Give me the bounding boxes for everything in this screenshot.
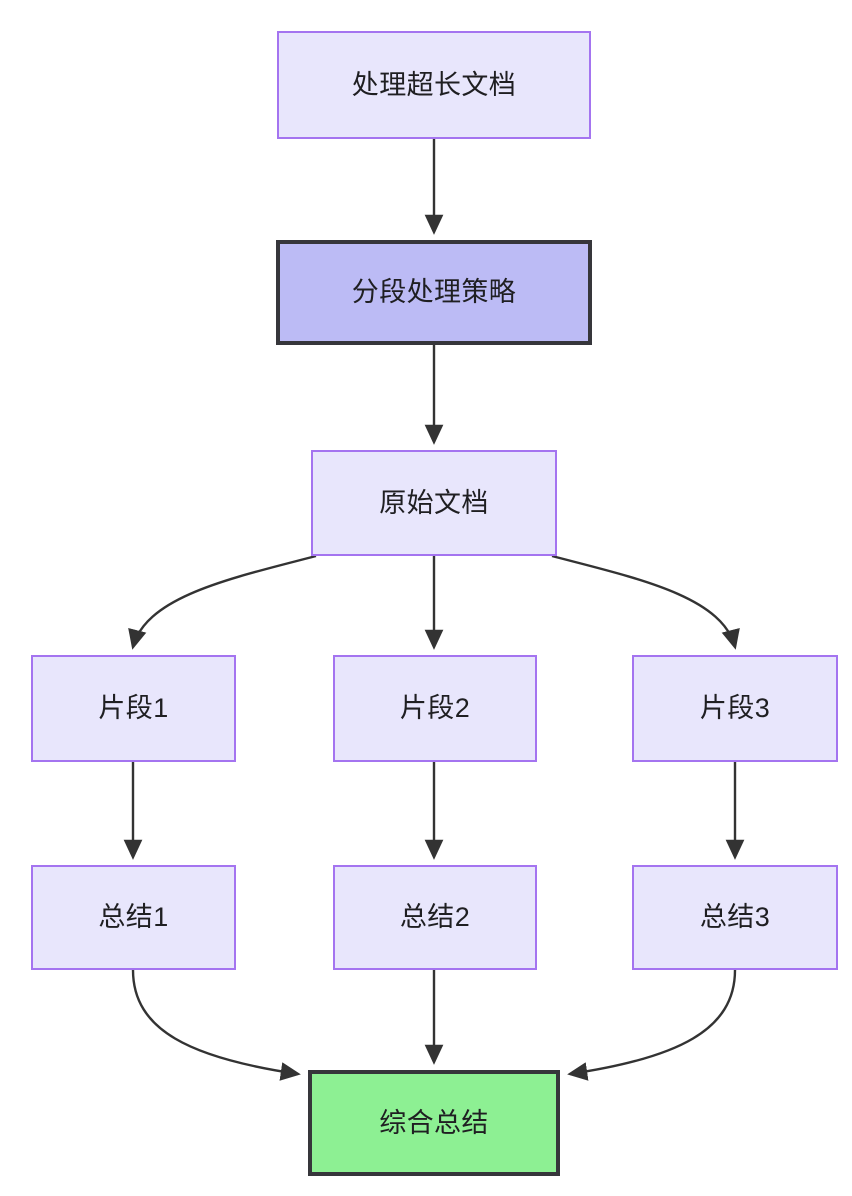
- node-chunk-2-label: 片段2: [399, 693, 471, 724]
- node-source-doc[interactable]: 原始文档: [311, 450, 557, 556]
- node-summary-2[interactable]: 总结2: [333, 865, 537, 970]
- edge-source-doc-to-chunk-1: [128, 554, 317, 650]
- node-summary-3-label: 总结3: [699, 902, 771, 933]
- node-summary-2-label: 总结2: [399, 902, 471, 933]
- node-chunk-1-label: 片段1: [98, 693, 169, 724]
- edge-summary-3-to-final: [567, 969, 737, 1081]
- edge-source-doc-to-chunk-3: [551, 554, 740, 650]
- node-source-doc-label: 原始文档: [379, 487, 489, 518]
- node-final-summary[interactable]: 综合总结: [308, 1070, 560, 1176]
- node-summary-1-label: 总结1: [98, 902, 169, 933]
- node-summary-1[interactable]: 总结1: [31, 865, 236, 970]
- node-strategy-label: 分段处理策略: [351, 277, 517, 308]
- node-summary-3[interactable]: 总结3: [632, 865, 838, 970]
- node-chunk-2[interactable]: 片段2: [333, 655, 537, 762]
- edge-summary-1-to-final: [131, 969, 301, 1081]
- node-long-doc-label: 处理超长文档: [351, 69, 517, 100]
- node-chunk-3[interactable]: 片段3: [632, 655, 838, 762]
- node-chunk-1[interactable]: 片段1: [31, 655, 236, 762]
- node-final-summary-label: 综合总结: [379, 1107, 489, 1138]
- node-strategy[interactable]: 分段处理策略: [276, 240, 592, 345]
- node-long-doc[interactable]: 处理超长文档: [277, 31, 591, 139]
- node-chunk-3-label: 片段3: [699, 693, 771, 724]
